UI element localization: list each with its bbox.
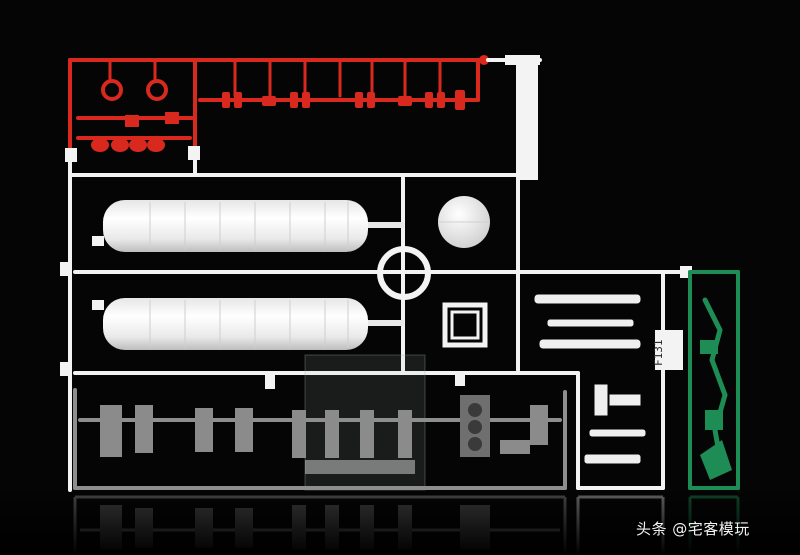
green-runner xyxy=(688,270,740,490)
green-parts xyxy=(700,340,732,480)
reflection-fade xyxy=(0,492,800,555)
white-round-parts xyxy=(377,196,490,348)
white-cylinder-parts xyxy=(103,200,404,350)
red-runner xyxy=(68,58,490,152)
white-small-parts xyxy=(534,294,646,464)
watermark-text: 头条 @宅客模玩 xyxy=(636,520,750,538)
svg-text:F131: F131 xyxy=(652,340,665,367)
runner-label-text: F131 xyxy=(652,340,665,367)
red-parts xyxy=(91,55,489,152)
gray-parts xyxy=(100,395,548,458)
